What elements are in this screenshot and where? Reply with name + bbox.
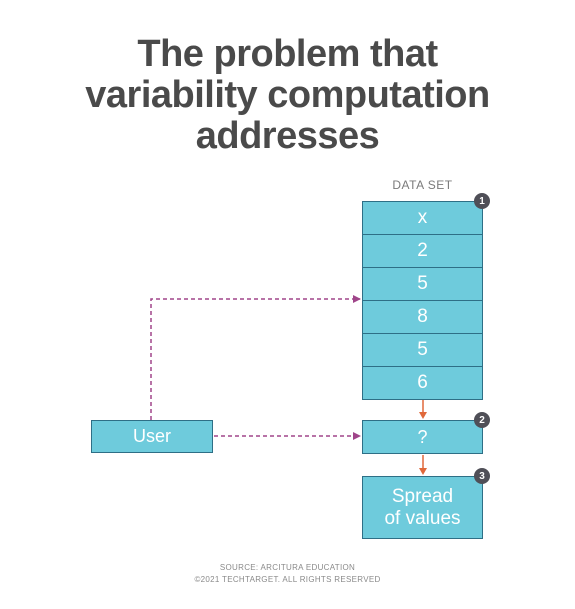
- data-set-cell-5: 5: [362, 333, 483, 367]
- arrowhead-unknown-to-spread: [419, 468, 427, 475]
- source-credit: SOURCE: ARCITURA EDUCATION: [219, 563, 356, 572]
- spread-of-values-box: Spread of values: [362, 476, 483, 539]
- badge-3: 3: [474, 468, 490, 484]
- badge-1: 1: [474, 193, 490, 209]
- dashed-arrow-user-to-data-set: [150, 295, 361, 420]
- arrowhead-data-set-to-unknown: [419, 412, 427, 419]
- copyright-notice: ©2021 TECHTARGET. ALL RIGHTS RESERVED: [194, 575, 381, 584]
- badge-2: 2: [474, 412, 490, 428]
- data-set-cell-2: 2: [362, 234, 483, 268]
- title-line-1: The problem that: [137, 33, 438, 75]
- title-line-2: variability computation: [85, 74, 490, 116]
- user-box: User: [91, 420, 213, 453]
- data-set-cell-4: 8: [362, 300, 483, 334]
- spread-line-1: Spread: [391, 485, 454, 507]
- unknown-box: ?: [362, 420, 483, 454]
- data-set-label: DATA SET: [392, 178, 453, 192]
- spread-line-2: of values: [384, 507, 461, 529]
- data-set-cell-3: 5: [362, 267, 483, 301]
- data-set-cell-6: 6: [362, 366, 483, 400]
- title-line-3: addresses: [195, 115, 380, 157]
- data-set-cell-1: x: [362, 201, 483, 235]
- page-title: The problem that variability computation…: [0, 34, 575, 157]
